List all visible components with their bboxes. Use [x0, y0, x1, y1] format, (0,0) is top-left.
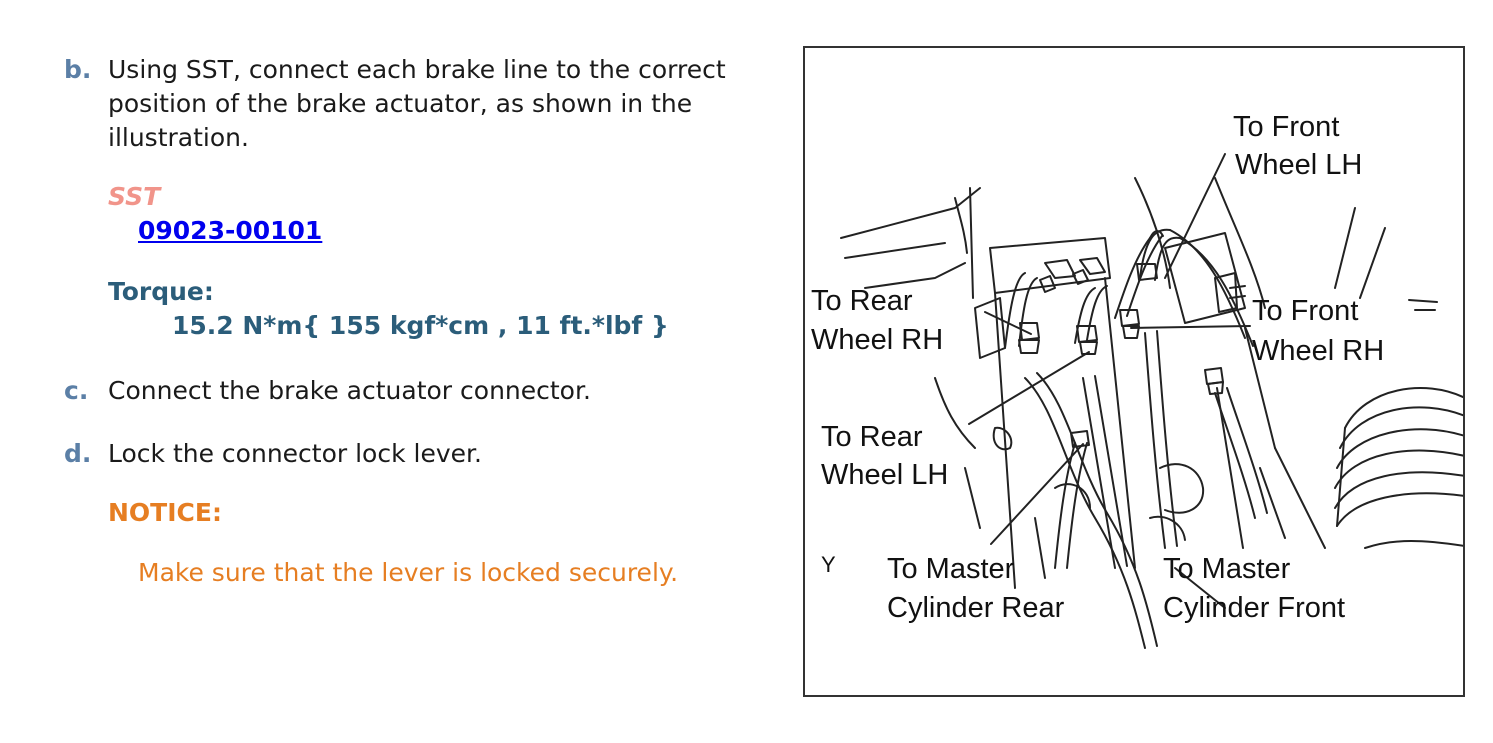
torque-value: 15.2 N*m{ 155 kgf*cm , 11 ft.*lbf }: [172, 311, 669, 340]
label-front-lh-line2: Wheel LH: [1235, 149, 1362, 181]
step-text-line: Using SST, connect each brake line to th…: [108, 55, 726, 84]
notice-label: NOTICE:: [108, 498, 222, 527]
label-master-rear-line1: To Master: [887, 553, 1015, 585]
step-text-line: position of the brake actuator, as shown…: [108, 89, 693, 118]
step-letter: b.: [64, 55, 92, 84]
step-text-line: illustration.: [108, 123, 249, 152]
label-rear-lh-line2: Wheel LH: [821, 459, 948, 491]
label-master-front-line2: Cylinder Front: [1163, 592, 1345, 624]
sst-part-link[interactable]: 09023-00101: [138, 216, 323, 245]
label-rear-rh-line1: To Rear: [811, 285, 913, 317]
step-letter: c.: [64, 376, 89, 405]
step-letter: d.: [64, 439, 92, 468]
label-front-rh-line1: To Front: [1252, 295, 1358, 327]
brake-actuator-illustration: To Front Wheel LH To Rear Wheel RH To Fr…: [803, 46, 1465, 697]
label-master-front-line1: To Master: [1163, 553, 1291, 585]
step-text: Lock the connector lock lever.: [108, 439, 482, 468]
step-text: Connect the brake actuator connector.: [108, 376, 591, 405]
notice-text: Make sure that the lever is locked secur…: [138, 558, 679, 587]
figure-marker: Y: [821, 552, 836, 577]
label-front-lh-line1: To Front: [1233, 111, 1339, 143]
torque-label: Torque:: [108, 277, 214, 306]
illustration-labels: To Front Wheel LH To Rear Wheel RH To Fr…: [811, 111, 1384, 624]
label-rear-lh-line1: To Rear: [821, 421, 923, 453]
illustration-drawing: To Front Wheel LH To Rear Wheel RH To Fr…: [811, 111, 1463, 649]
sst-label: SST: [108, 182, 161, 211]
label-master-rear-line2: Cylinder Rear: [887, 592, 1065, 624]
label-front-rh-line2: Wheel RH: [1252, 335, 1384, 367]
line-art: [840, 153, 1463, 649]
label-rear-rh-line2: Wheel RH: [811, 324, 943, 356]
